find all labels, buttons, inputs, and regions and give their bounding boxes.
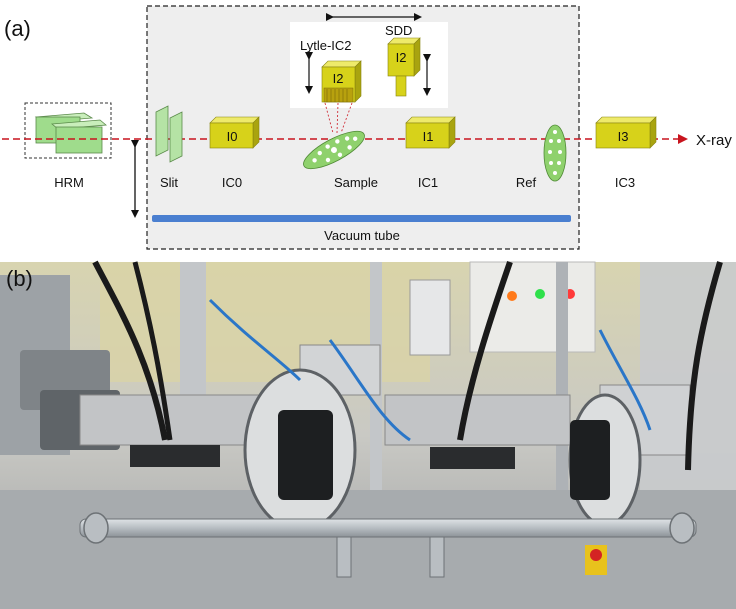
ic0-label: IC0 (222, 175, 242, 190)
ic1-chamber-label: I1 (423, 129, 434, 144)
panel-a: (a) X-ray I0 (2, 5, 732, 250)
lytle-chamber-label: I2 (333, 71, 344, 86)
panel-b-photo (0, 260, 736, 609)
hrm-crystals (34, 112, 108, 154)
panel-a-label: (a) (4, 16, 31, 41)
ic0-chamber: I0 (209, 116, 260, 149)
sample-wheel (303, 130, 365, 170)
slit-label: Slit (160, 175, 178, 190)
fluorescence-rays (324, 102, 353, 134)
sdd-label: SDD (385, 23, 412, 38)
ref-wheel (543, 124, 567, 182)
sdd-chamber-label: I2 (396, 50, 407, 65)
detector-inset (290, 22, 448, 108)
lytle-label: Lytle-IC2 (300, 38, 352, 53)
vacuum-tube-label: Vacuum tube (324, 228, 400, 243)
panel-b-label: (b) (6, 266, 33, 291)
ic1-label: IC1 (418, 175, 438, 190)
lytle-detector: I2 (321, 60, 362, 103)
xray-label: X-ray (696, 132, 732, 149)
sdd-detector: I2 (387, 37, 421, 97)
vacuum-tube-bar (152, 215, 571, 222)
sample-label: Sample (334, 175, 378, 190)
ic3-label: IC3 (615, 175, 635, 190)
slit (155, 105, 183, 163)
hrm-box (24, 102, 112, 159)
ic1-chamber: I1 (405, 116, 456, 149)
hrm-label: HRM (54, 175, 84, 190)
ref-label: Ref (516, 175, 537, 190)
ic3-chamber: I3 (595, 116, 657, 149)
ic3-chamber-label: I3 (618, 129, 629, 144)
ic0-chamber-label: I0 (227, 129, 238, 144)
